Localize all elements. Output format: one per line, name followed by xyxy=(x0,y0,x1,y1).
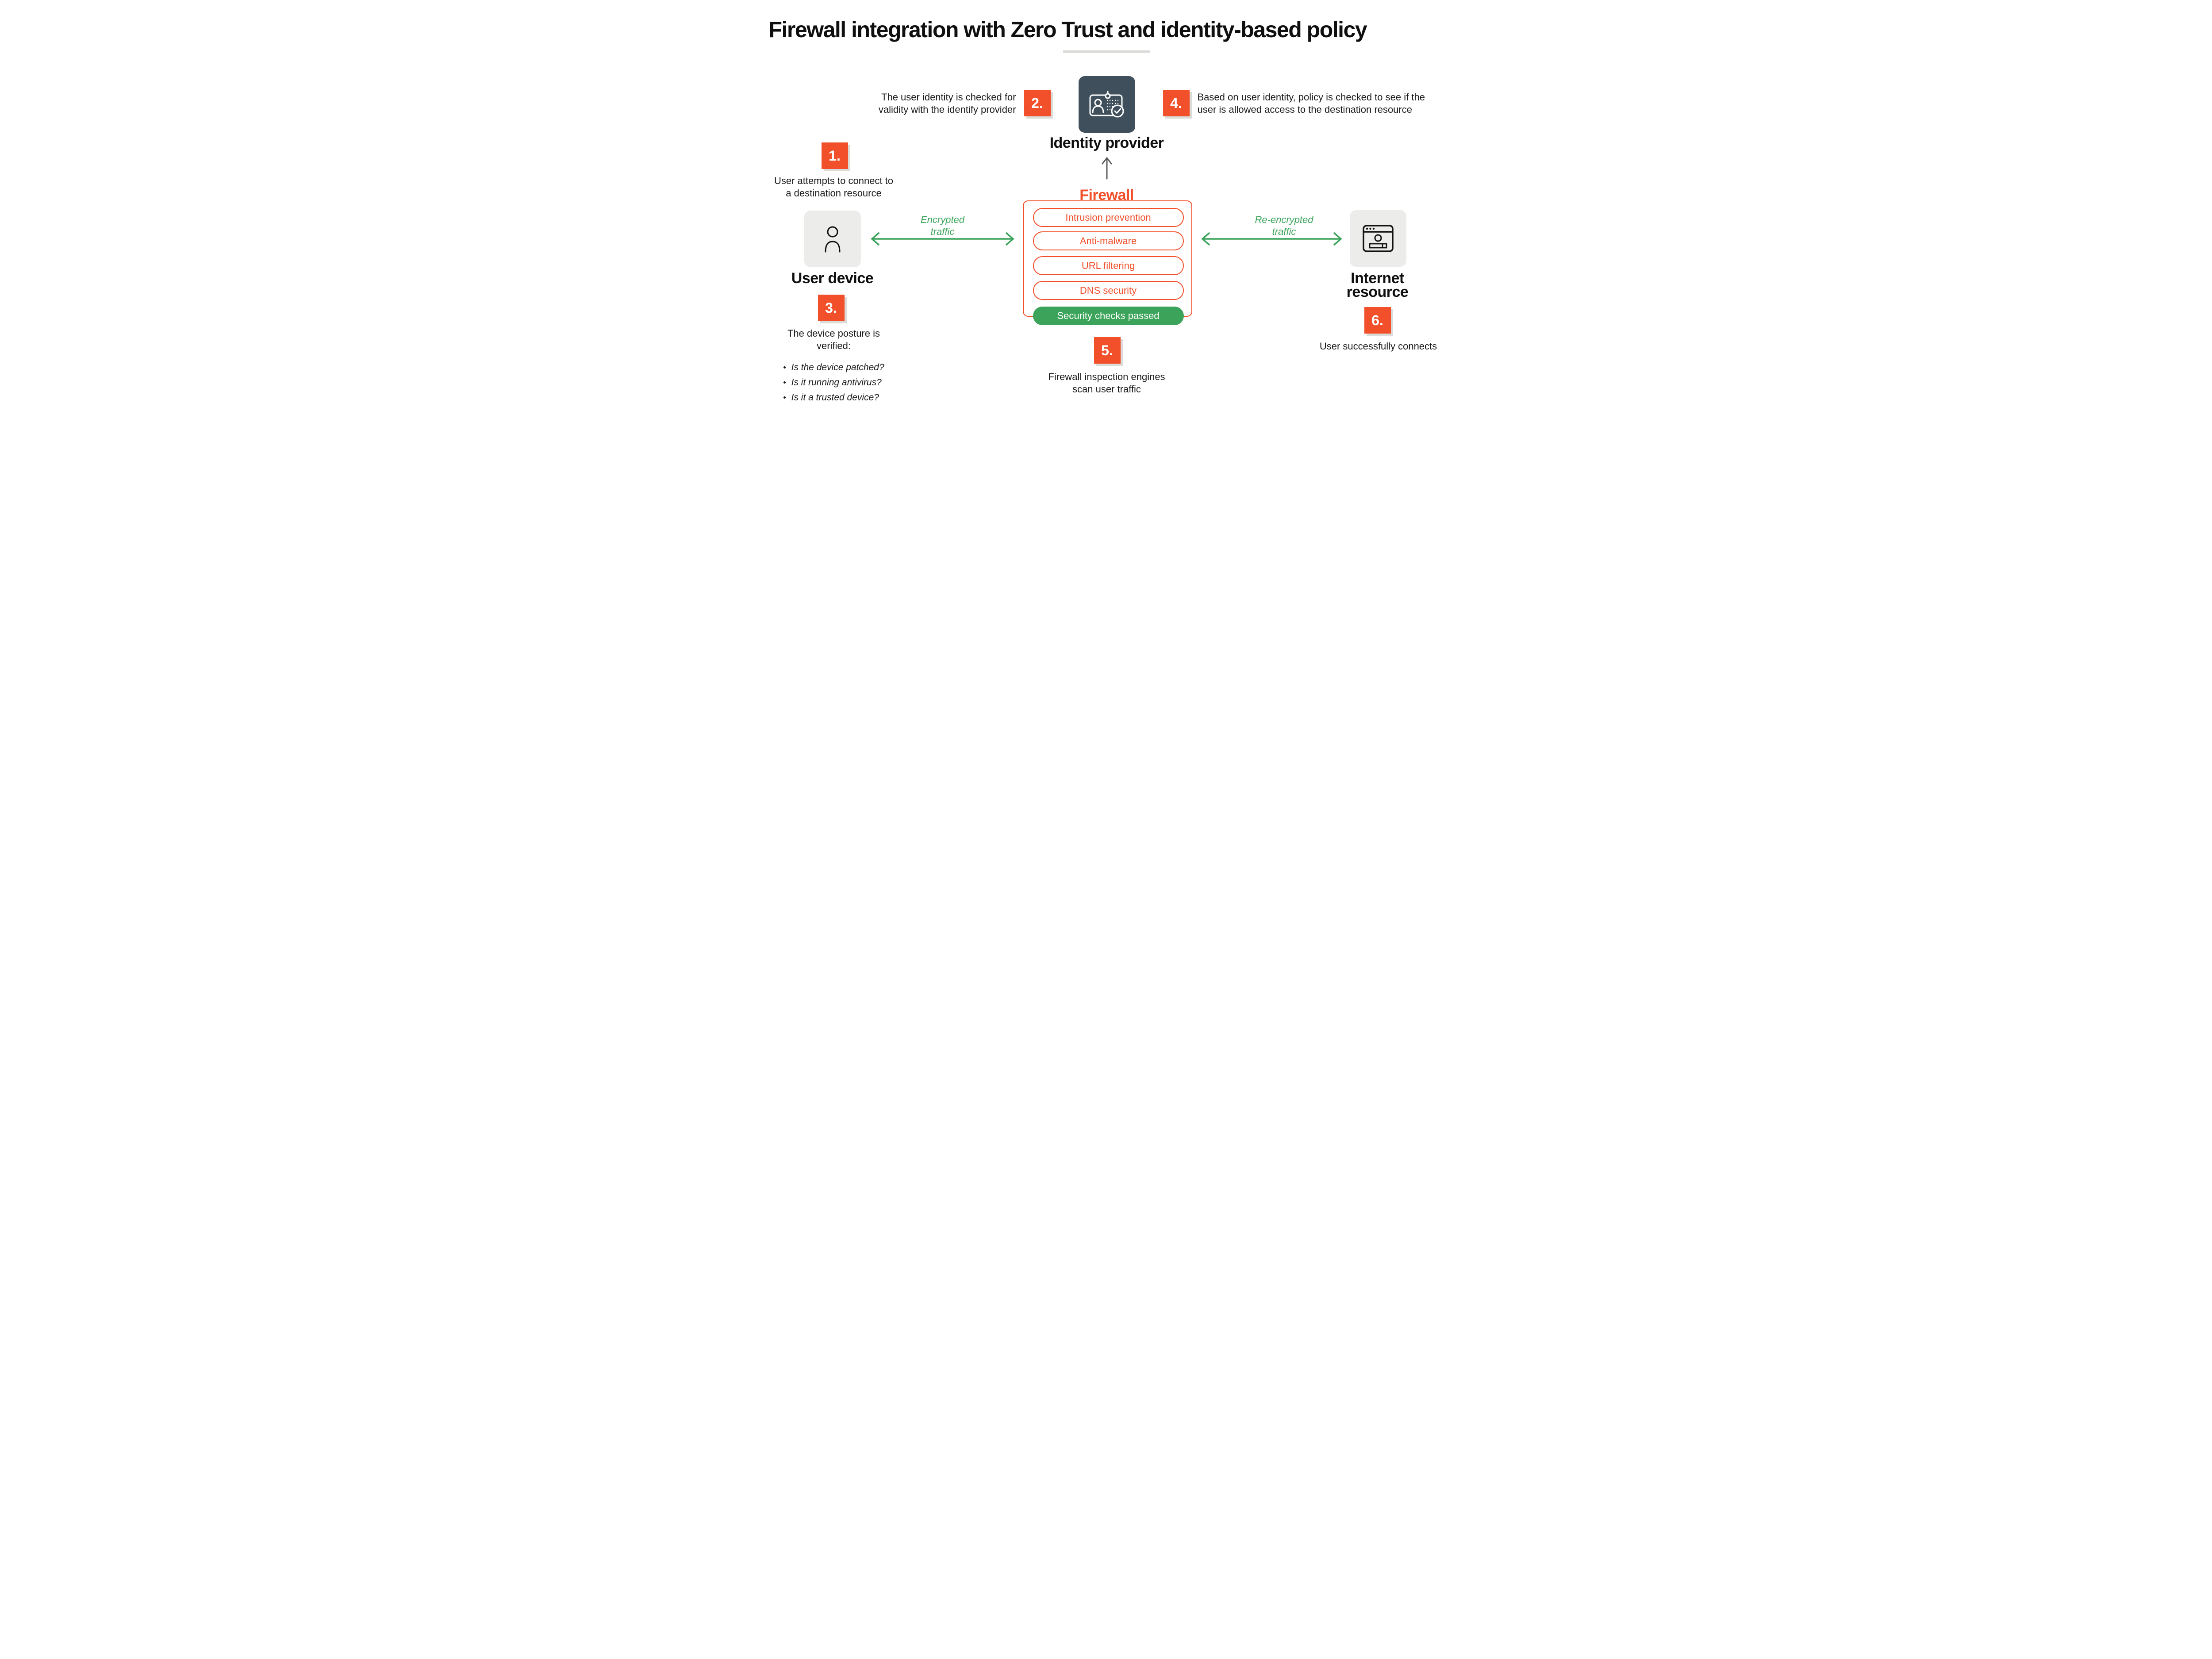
bullet-text: Is the device patched? xyxy=(791,362,884,373)
up-arrow-icon xyxy=(1101,156,1113,180)
infographic-canvas: Firewall integration with Zero Trust and… xyxy=(737,0,1475,415)
identity-provider-box xyxy=(1078,76,1135,133)
step-3-bullets: Is the device patched? Is it running ant… xyxy=(783,362,884,403)
list-item: Is the device patched? xyxy=(783,362,884,373)
internet-resource-box xyxy=(1349,210,1406,267)
encrypted-traffic-label: Encrypted traffic xyxy=(876,214,1009,238)
step-5-text-line: scan user traffic xyxy=(1072,384,1141,395)
browser-window-icon xyxy=(1362,224,1394,253)
firewall-engine-pill: DNS security xyxy=(1033,281,1184,300)
person-icon xyxy=(823,225,842,253)
step-6-text: User successfully connects xyxy=(1319,341,1437,352)
firewall-engine-pill: Anti-malware xyxy=(1033,231,1184,250)
step-1-text-line: User attempts to connect to xyxy=(774,175,894,186)
bullet-dot xyxy=(783,366,786,369)
title-divider xyxy=(1063,50,1150,53)
step-3-badge: 3. xyxy=(818,295,845,321)
step-2-text-line: The user identity is checked for xyxy=(881,92,1016,103)
step-3-text: The device posture is verified: xyxy=(768,327,900,352)
node-label-line: resource xyxy=(1346,284,1409,300)
step-4-text-line: user is allowed access to the destinatio… xyxy=(1197,104,1412,115)
internet-resource-label: Internet resource xyxy=(1311,270,1444,300)
arrow-label-line: traffic xyxy=(930,226,955,237)
list-item: Is it a trusted device? xyxy=(783,392,884,403)
firewall-engine-pill: URL filtering xyxy=(1033,256,1184,275)
step-5-text-line: Firewall inspection engines xyxy=(1048,371,1165,382)
security-checks-passed-pill: Security checks passed xyxy=(1033,307,1184,325)
bullet-text: Is it running antivirus? xyxy=(791,377,882,388)
user-device-box xyxy=(804,211,861,267)
step-2-badge: 2. xyxy=(1024,90,1051,116)
bullet-dot xyxy=(783,381,786,384)
list-item: Is it running antivirus? xyxy=(783,377,884,388)
arrow-label-line: Re-encrypted xyxy=(1255,214,1313,225)
arrow-label-line: Encrypted xyxy=(920,214,965,225)
step-2-text: The user identity is checked for validit… xyxy=(861,91,1016,116)
step-1-text-line: a destination resource xyxy=(786,188,882,199)
id-card-check-icon xyxy=(1088,91,1125,118)
step-4-text: Based on user identity, policy is checke… xyxy=(1198,91,1454,116)
step-5-text: Firewall inspection engines scan user tr… xyxy=(1041,371,1173,396)
arrow-label-line: traffic xyxy=(1272,226,1296,237)
step-3-text-line: The device posture is xyxy=(787,328,880,339)
step-1-text: User attempts to connect to a destinatio… xyxy=(759,175,909,200)
step-1-badge: 1. xyxy=(821,142,848,169)
step-3-text-line: verified: xyxy=(816,340,851,351)
node-label-line: Internet xyxy=(1351,270,1404,287)
re-encrypted-traffic-label: Re-encrypted traffic xyxy=(1218,214,1351,238)
bullet-dot xyxy=(783,396,786,399)
double-arrow-right-icon xyxy=(1198,231,1345,247)
user-device-label: User device xyxy=(791,270,874,287)
step-2-text-line: validity with the identify provider xyxy=(878,104,1016,115)
page-title: Firewall integration with Zero Trust and… xyxy=(768,17,1367,42)
step-5-badge: 5. xyxy=(1094,337,1121,364)
double-arrow-left-icon xyxy=(868,231,1017,247)
firewall-engine-pill: Intrusion prevention xyxy=(1033,208,1184,227)
bullet-text: Is it a trusted device? xyxy=(791,392,879,403)
step-6-badge: 6. xyxy=(1364,307,1391,334)
identity-provider-label: Identity provider xyxy=(1049,134,1164,151)
step-4-text-line: Based on user identity, policy is checke… xyxy=(1197,92,1425,103)
step-4-badge: 4. xyxy=(1163,90,1190,116)
